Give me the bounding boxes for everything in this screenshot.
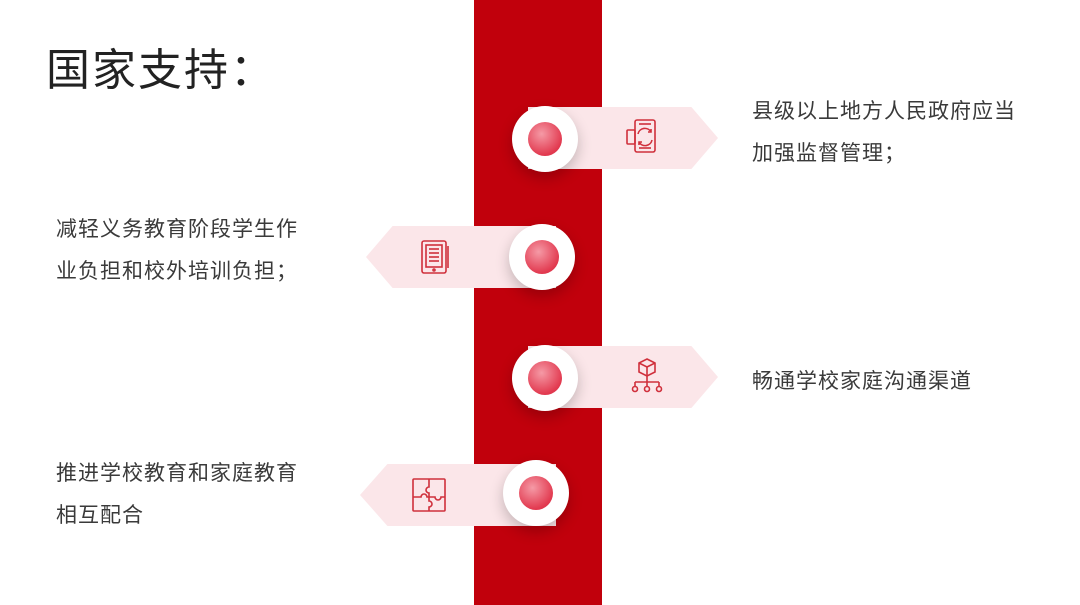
puzzle-icon [410,476,448,514]
timeline-dot-2 [509,224,575,290]
tablet-document-icon [416,238,454,276]
mobile-sync-icon [624,118,662,156]
item-text-4: 推进学校教育和家庭教育 相互配合 [56,461,298,527]
timeline-dot-4 [503,460,569,526]
timeline-dot-1 [512,106,578,172]
item-text-1: 县级以上地方人民政府应当 加强监督管理； [752,99,1016,165]
item-text-3: 畅通学校家庭沟通渠道 [752,369,972,393]
network-hierarchy-icon [628,356,666,394]
timeline-dot-3 [512,345,578,411]
item-text-2: 减轻义务教育阶段学生作 业负担和校外培训负担； [56,217,298,283]
page-title: 国家支持： [46,45,276,96]
